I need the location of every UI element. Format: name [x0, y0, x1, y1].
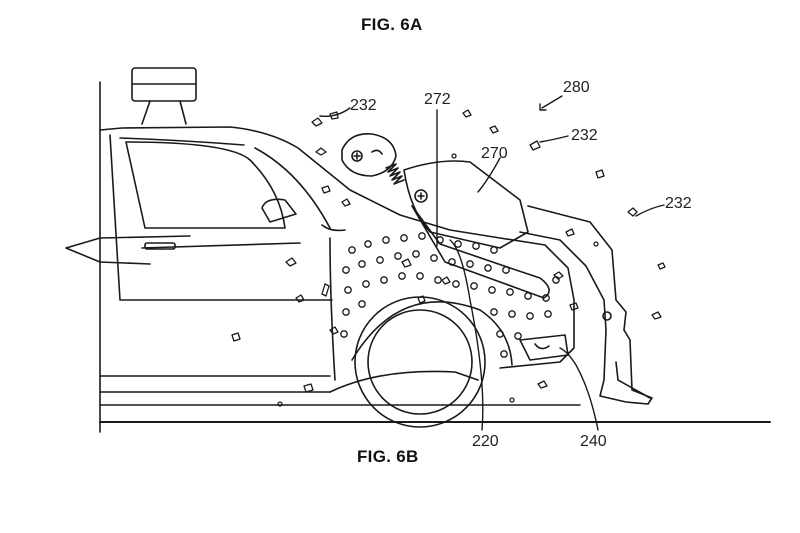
callout-270: 270	[481, 145, 508, 162]
front-wheel	[354, 296, 486, 428]
figure-label-6a: FIG. 6A	[361, 15, 423, 34]
callout-232-far-right: 232	[665, 195, 692, 212]
debris-particles	[231, 109, 666, 407]
figure-label-6b: FIG. 6B	[357, 447, 419, 466]
leader-lines	[319, 95, 665, 431]
vehicle-body	[65, 126, 581, 406]
callout-280: 280	[563, 79, 590, 96]
roof-sensor	[131, 67, 197, 125]
callout-240: 240	[580, 433, 607, 450]
pedestrian-figure	[341, 133, 653, 405]
callout-272: 272	[424, 91, 451, 108]
callout-220: 220	[472, 433, 499, 450]
callout-232-top: 232	[350, 97, 377, 114]
callout-232-right: 232	[571, 127, 598, 144]
